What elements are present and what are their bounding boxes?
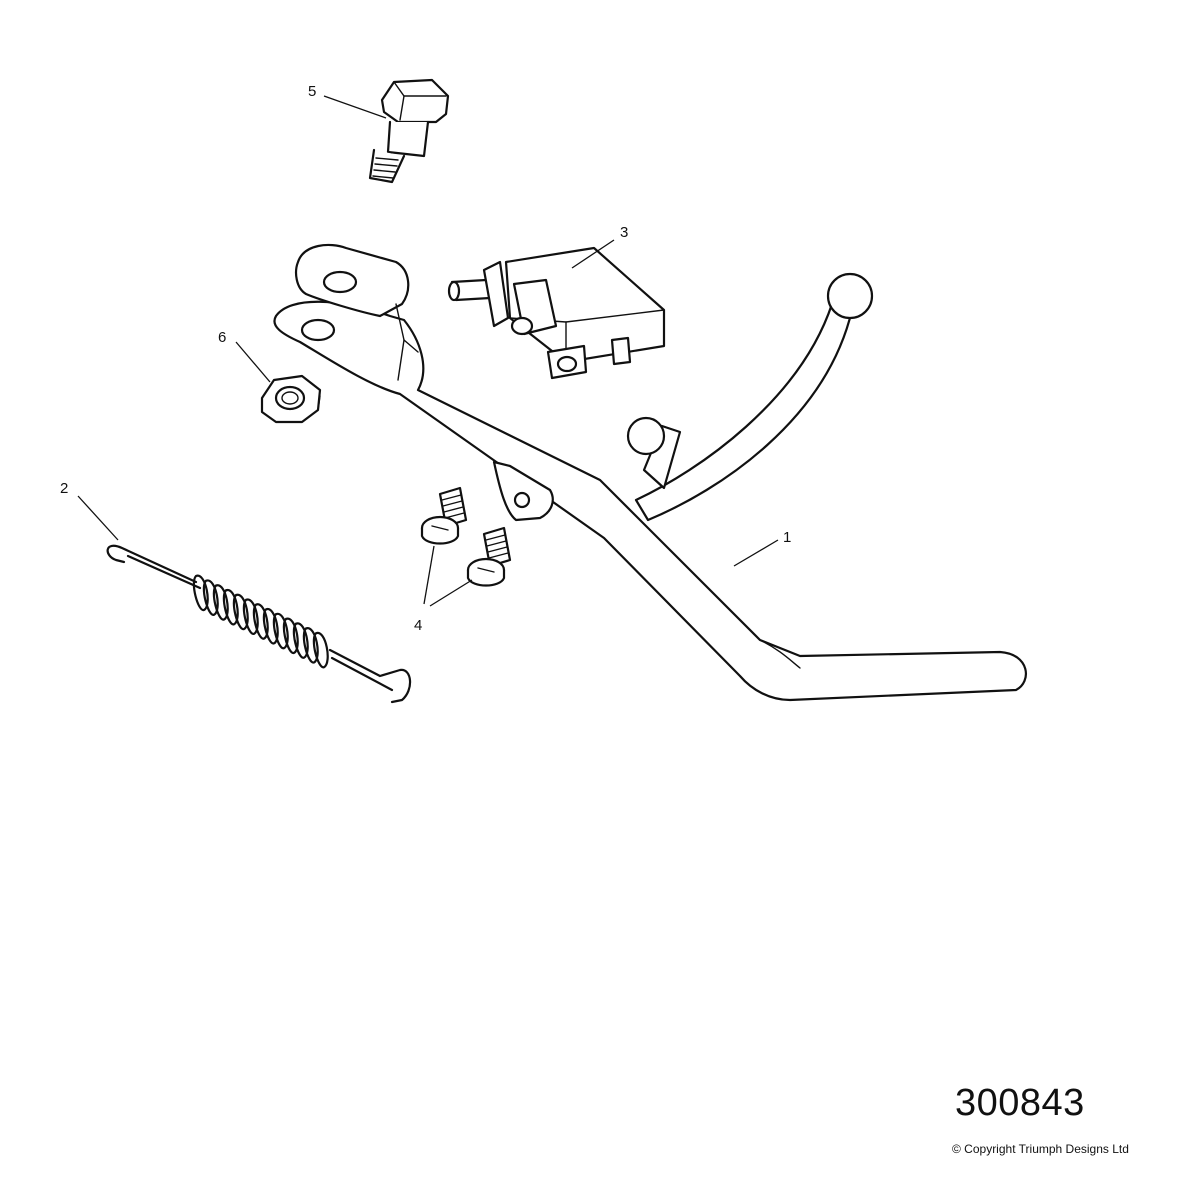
callout-4: 4	[414, 617, 422, 634]
callout-5: 5	[308, 83, 316, 100]
leader-line-4a	[423, 545, 435, 605]
screw-part-lower	[466, 526, 512, 587]
callout-2: 2	[60, 480, 68, 497]
leader-line-6	[235, 341, 271, 383]
sidestand-switch-part	[447, 246, 666, 380]
leader-line-3	[571, 239, 615, 269]
screw-part-upper	[420, 486, 468, 545]
spring-part	[106, 544, 412, 704]
leader-line-5	[323, 95, 387, 119]
drawing-number: 300843	[955, 1082, 1085, 1124]
callout-3: 3	[620, 224, 628, 241]
nut-part	[260, 374, 322, 424]
sidestand-part	[273, 243, 1027, 702]
leader-line-1	[733, 539, 779, 567]
leader-line-2	[77, 495, 119, 541]
leader-line-4b	[429, 579, 473, 607]
callout-1: 1	[783, 529, 791, 546]
callout-6: 6	[218, 329, 226, 346]
copyright-notice: © Copyright Triumph Designs Ltd	[952, 1142, 1129, 1156]
shoulder-bolt-part	[368, 78, 450, 184]
